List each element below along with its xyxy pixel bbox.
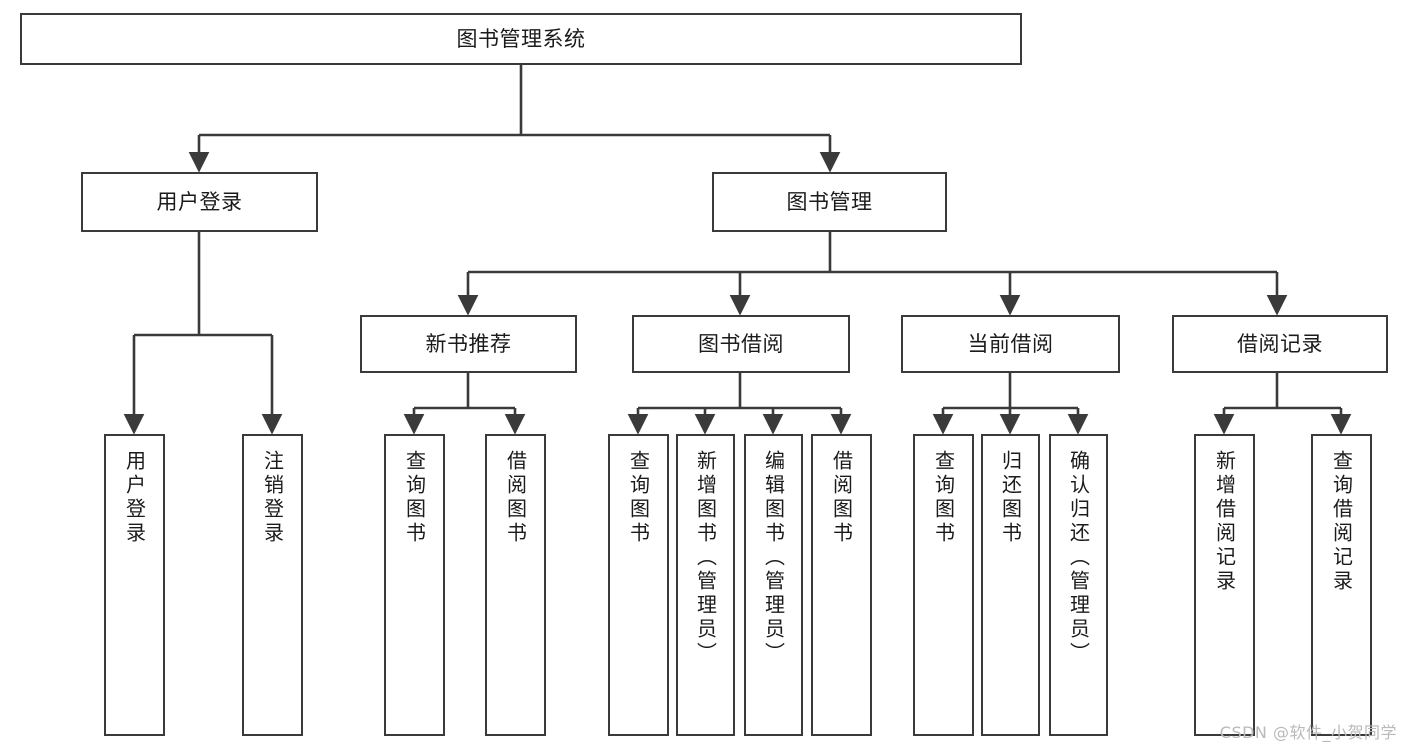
node-label: 归还图书 [998,450,1023,546]
node-label: 查询借阅记录 [1329,450,1354,594]
node-label: 注销登录 [260,450,285,546]
node-label: 确认归还（管理员） [1066,450,1091,666]
node-current-borrow[interactable]: 当前借阅 [901,315,1120,373]
leaf-current-borrow-query-book[interactable]: 查询图书 [913,434,974,736]
leaf-book-borrow-borrow-book[interactable]: 借阅图书 [811,434,872,736]
leaf-user-login-login[interactable]: 用户登录 [104,434,165,736]
node-label: 新增图书（管理员） [693,450,718,666]
node-label: 用户登录 [122,450,147,546]
leaf-book-borrow-edit-book-admin[interactable]: 编辑图书（管理员） [744,434,803,736]
node-book-borrow[interactable]: 图书借阅 [632,315,850,373]
leaf-new-book-borrow-book[interactable]: 借阅图书 [485,434,546,736]
leaf-book-borrow-query-book[interactable]: 查询图书 [608,434,669,736]
leaf-current-borrow-confirm-return-admin[interactable]: 确认归还（管理员） [1049,434,1108,736]
node-label: 查询图书 [402,450,427,546]
node-label: 借阅图书 [829,450,854,546]
leaf-new-book-query-book[interactable]: 查询图书 [384,434,445,736]
leaf-book-borrow-add-book-admin[interactable]: 新增图书（管理员） [676,434,735,736]
node-new-book-recommend[interactable]: 新书推荐 [360,315,577,373]
node-label: 查询图书 [931,450,956,546]
node-label: 图书借阅 [698,331,784,356]
node-book-management[interactable]: 图书管理 [712,172,947,232]
node-root-book-management-system[interactable]: 图书管理系统 [20,13,1022,65]
leaf-current-borrow-return-book[interactable]: 归还图书 [981,434,1040,736]
node-label: 借阅记录 [1237,331,1323,356]
node-label: 用户登录 [156,189,243,214]
leaf-borrow-record-query-record[interactable]: 查询借阅记录 [1311,434,1372,736]
leaf-borrow-record-add-record[interactable]: 新增借阅记录 [1194,434,1255,736]
node-label: 图书管理 [786,189,873,214]
node-label: 借阅图书 [503,450,528,546]
node-label: 当前借阅 [967,331,1054,356]
node-label: 编辑图书（管理员） [761,450,786,666]
node-label: 新增借阅记录 [1212,450,1237,594]
node-borrow-record[interactable]: 借阅记录 [1172,315,1388,373]
node-user-login[interactable]: 用户登录 [81,172,318,232]
node-label: 查询图书 [626,450,651,546]
leaf-user-login-logout[interactable]: 注销登录 [242,434,303,736]
node-label: 图书管理系统 [456,26,586,51]
node-label: 新书推荐 [425,331,512,356]
